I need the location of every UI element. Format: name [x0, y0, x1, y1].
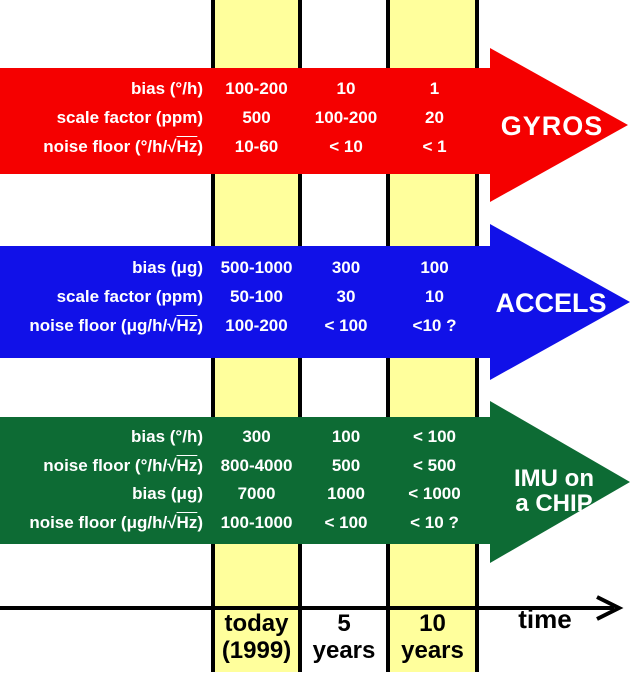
- spec-value-5yr: < 100: [324, 512, 368, 532]
- spec-value-5yr: 1000: [327, 484, 365, 503]
- imu-arrow-label-line2: a CHIP: [515, 490, 593, 517]
- spec-value-5yr: 300: [331, 258, 361, 277]
- spec-value-today: 500: [242, 108, 271, 127]
- spec-row: scale factor (ppm) 50-100 30 10: [0, 282, 479, 311]
- spec-label: scale factor (ppm): [56, 108, 203, 127]
- spec-row: bias (μg) 7000 1000 < 1000: [0, 480, 479, 509]
- spec-row: noise floor (°/h/√Hz) 10-60 < 10 < 1: [0, 132, 479, 161]
- spec-value-10yr: 1: [429, 79, 440, 98]
- spec-row: bias (μg) 500-1000 300 100: [0, 253, 479, 282]
- spec-value-5yr: < 10: [329, 137, 363, 156]
- timeline-label-10-line2: years: [401, 637, 464, 664]
- spec-row: bias (°/h) 300 100 < 100: [0, 423, 479, 452]
- spec-value-today: 500-1000: [220, 258, 293, 277]
- spec-value-5yr: 500: [331, 455, 361, 475]
- imu-arrow-label: IMU on a CHIP: [494, 466, 614, 516]
- spec-label: scale factor (ppm): [56, 287, 203, 306]
- imu-spec-rows: bias (°/h) 300 100 < 100 noise floor (°/…: [0, 423, 479, 537]
- time-axis: [0, 595, 624, 621]
- spec-row: bias (°/h) 100-200 10 1: [0, 74, 479, 103]
- spec-label: noise floor (°/h/√Hz): [43, 455, 203, 475]
- accels-arrow-body: [0, 246, 490, 358]
- gyros-spec-rows: bias (°/h) 100-200 10 1 scale factor (pp…: [0, 74, 479, 161]
- imu-arrow-head-icon: [490, 401, 630, 563]
- timeline-label-5-line1: 5: [337, 610, 351, 637]
- spec-label: noise floor (°/h/√Hz): [43, 137, 203, 156]
- spec-label: bias (°/h): [131, 79, 203, 98]
- gyros-arrow-body: [0, 68, 490, 174]
- accels-spec-rows: bias (μg) 500-1000 300 100 scale factor …: [0, 253, 479, 340]
- accels-arrow-label: ACCELS: [495, 288, 607, 318]
- imu-arrow-body: [0, 417, 490, 544]
- timeline-label-today-line2: (1999): [221, 637, 292, 664]
- spec-label: noise floor (μg/h/√Hz): [29, 316, 203, 335]
- spec-value-5yr: < 100: [324, 316, 368, 335]
- spec-value-today: 100-1000: [220, 512, 293, 532]
- spec-label: bias (°/h): [131, 427, 203, 446]
- spec-value-10yr: < 10 ?: [410, 512, 459, 532]
- spec-value-10yr: < 1000: [408, 484, 461, 503]
- spec-row: scale factor (ppm) 500 100-200 20: [0, 103, 479, 132]
- spec-value-today: 100-200: [225, 79, 288, 98]
- spec-value-10yr: < 100: [412, 427, 456, 446]
- spec-value-10yr: < 500: [412, 455, 456, 475]
- timeline-label-5-line2: years: [312, 637, 376, 664]
- timeline-label-today: today (1999): [211, 610, 302, 664]
- spec-value-today: 50-100: [230, 287, 283, 306]
- spec-label: bias (μg): [132, 258, 203, 277]
- spec-row: noise floor (°/h/√Hz) 800-4000 500 < 500: [0, 452, 479, 481]
- timeline-label-5-years: 5 years: [302, 610, 386, 664]
- timeline-label-10-line1: 10: [419, 610, 446, 637]
- spec-row: noise floor (μg/h/√Hz) 100-1000 < 100 < …: [0, 509, 479, 538]
- spec-value-10yr: 100: [420, 258, 449, 277]
- spec-value-today: 100-200: [225, 316, 288, 335]
- spec-value-10yr: <10 ?: [412, 316, 457, 335]
- spec-label: bias (μg): [132, 484, 203, 503]
- spec-value-10yr: 10: [425, 287, 444, 306]
- time-axis-arrowhead-icon: [596, 595, 624, 621]
- spec-value-5yr: 100-200: [314, 108, 378, 127]
- spec-value-today: 10-60: [234, 137, 279, 156]
- spec-label: noise floor (μg/h/√Hz): [29, 512, 203, 532]
- gyros-arrow-head-icon: [490, 48, 628, 202]
- spec-value-5yr: 10: [336, 79, 356, 98]
- spec-value-5yr: 30: [336, 287, 356, 306]
- spec-value-today: 300: [242, 427, 271, 446]
- spec-value-today: 800-4000: [220, 455, 293, 475]
- timeline-label-today-line1: today: [224, 610, 289, 637]
- imu-arrow-label-line1: IMU on: [514, 465, 594, 492]
- spec-value-today: 7000: [237, 484, 276, 503]
- accels-arrow-head-icon: [490, 224, 630, 380]
- spec-value-10yr: 20: [425, 108, 444, 127]
- spec-value-10yr: < 1: [422, 137, 447, 156]
- spec-value-5yr: 100: [331, 427, 361, 446]
- spec-row: noise floor (μg/h/√Hz) 100-200 < 100 <10…: [0, 311, 479, 340]
- gyros-arrow-label: GYROS: [500, 111, 604, 141]
- time-axis-label: time: [518, 604, 572, 634]
- timeline-label-10-years: 10 years: [386, 610, 479, 664]
